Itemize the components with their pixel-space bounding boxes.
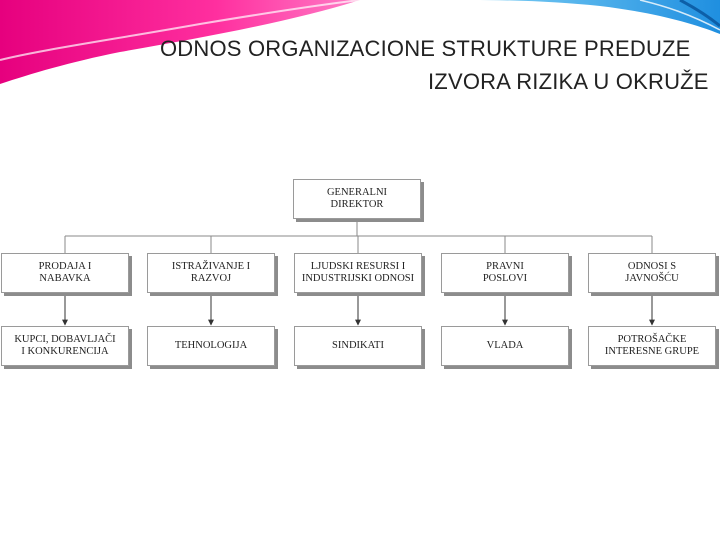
risk-node-label: SINDIKATI <box>332 340 384 352</box>
risk-node-vlada: VLADA <box>441 326 569 366</box>
risk-node-kupci-dobavljaci: KUPCI, DOBAVLJAČI I KONKURENCIJA <box>1 326 129 366</box>
org-node-label: LJUDSKI RESURSI I INDUSTRIJSKI ODNOSI <box>302 261 414 285</box>
risk-node-sindikati: SINDIKATI <box>294 326 422 366</box>
org-node-prodaja-i-nabavka: PRODAJA I NABAVKA <box>1 253 129 293</box>
risk-node-label: POTROŠAČKE INTERESNE GRUPE <box>605 334 699 358</box>
risk-node-label: VLADA <box>487 340 524 352</box>
org-node-label: ISTRAŽIVANJE I RAZVOJ <box>172 261 250 285</box>
risk-node-tehnologija: TEHNOLOGIJA <box>147 326 275 366</box>
org-node-label: PRODAJA I NABAVKA <box>39 261 92 285</box>
org-node-generalni-direktor: GENERALNI DIREKTOR <box>293 179 421 219</box>
risk-node-label: TEHNOLOGIJA <box>175 340 247 352</box>
org-node-label: ODNOSI S JAVNOŠĆU <box>625 261 679 285</box>
risk-node-potrosacke-grupe: POTROŠAČKE INTERESNE GRUPE <box>588 326 716 366</box>
org-node-istrazivanje-i-razvoj: ISTRAŽIVANJE I RAZVOJ <box>147 253 275 293</box>
risk-node-label: KUPCI, DOBAVLJAČI I KONKURENCIJA <box>14 334 115 358</box>
org-node-pravni-poslovi: PRAVNI POSLOVI <box>441 253 569 293</box>
org-node-odnosi-s-javnoscu: ODNOSI S JAVNOŠĆU <box>588 253 716 293</box>
org-node-ljudski-resursi: LJUDSKI RESURSI I INDUSTRIJSKI ODNOSI <box>294 253 422 293</box>
org-node-label: PRAVNI POSLOVI <box>483 261 527 285</box>
org-node-label: GENERALNI DIREKTOR <box>327 187 387 211</box>
